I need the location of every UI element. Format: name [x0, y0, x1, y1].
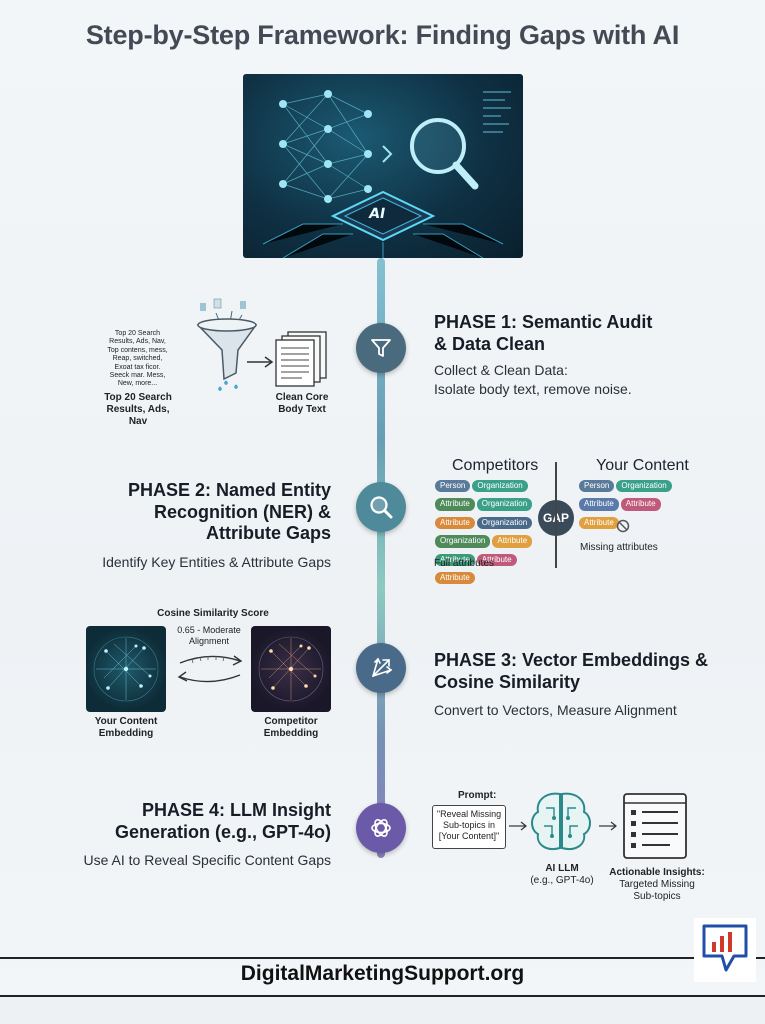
full-attributes-label: Full attributes: [434, 558, 495, 569]
phase2-title-3: Attribute Gaps: [205, 523, 331, 544]
phase2-title-2: Recognition (NER) &: [154, 501, 331, 522]
cosine-score-title: Cosine Similarity Score: [157, 608, 269, 619]
phase1-text: PHASE 1: Semantic Audit & Data Clean Col…: [434, 312, 652, 399]
cycle-arrows-icon: [177, 655, 243, 683]
competitor-entity-pill: Attribute: [435, 553, 475, 566]
arrow-right-icon: [599, 821, 617, 831]
phase2-sub: Identify Key Entities & Attribute Gaps: [102, 553, 331, 570]
arrow-right-icon: [247, 356, 274, 368]
filter-icon: [371, 339, 391, 357]
analytics-chart-icon: [702, 924, 748, 972]
raw-input-label: Top 20 Search Results, Ads, Nav: [104, 392, 172, 427]
footer-band: [0, 997, 765, 1024]
competitor-entity-pill: Attribute: [492, 535, 533, 548]
page-title: Step-by-Step Framework: Finding Gaps wit…: [85, 20, 680, 50]
competitor-embedding-label: Competitor Embedding: [263, 716, 319, 739]
timeline-spine: [377, 258, 385, 858]
prohibited-icon: [616, 519, 630, 533]
competitor-entity-pill: Organization: [435, 535, 491, 548]
phase1-title: PHASE 1: Semantic Audit: [434, 312, 653, 332]
phase4-node: [356, 803, 406, 853]
phase4-sub: Use AI to Reveal Specific Content Gaps: [83, 852, 331, 869]
competitor-entity-pill: Organization: [476, 516, 533, 530]
competitor-entity-pill: Organization: [476, 498, 533, 511]
phase1-title-2: & Data Clean: [434, 333, 546, 354]
funnel-icon: [196, 298, 258, 391]
your-entity-pill: Attribute: [620, 498, 661, 511]
phase1-sub: Collect & Clean Data:: [434, 362, 568, 379]
competitor-entity-pill: Attribute: [435, 571, 475, 585]
magnifier-icon: [370, 496, 393, 519]
your-entity-pill: Person: [579, 480, 615, 493]
phase4-text: PHASE 4: LLM Insight Generation (e.g., G…: [60, 800, 331, 870]
competitor-entity-pill: Attribute: [435, 516, 475, 530]
gap-divider: [555, 462, 557, 568]
competitor-entity-pill: Organization: [472, 480, 528, 493]
site-logo: [694, 918, 756, 982]
cosine-score-value: 0.65 - Moderate Alignment: [177, 625, 241, 646]
checklist-document-icon: [623, 793, 687, 859]
your-embedding-image: [86, 626, 166, 712]
phase1-node: [356, 323, 406, 373]
raw-search-text: Top 20 Search Results, Ads, Nav, Top con…: [107, 330, 168, 388]
competitors-label: Competitors: [452, 457, 539, 474]
your-entity-pill: Organization: [616, 480, 672, 493]
phase3-title-2: Cosine Similarity: [434, 671, 581, 692]
competitor-entity-pill: Attribute: [435, 498, 475, 511]
your-entity-pill: Attribute: [579, 516, 619, 530]
insights-label: Actionable Insights: Targeted Missing Su…: [609, 867, 705, 902]
prompt-label: Prompt:: [458, 790, 497, 801]
competitor-embedding-image: [251, 626, 331, 712]
your-entity-pill: Attribute: [579, 498, 619, 511]
hero-ai-chip-illustration: AI: [243, 74, 523, 258]
footer-bottom-rule: [0, 995, 765, 997]
phase3-node: [356, 643, 406, 693]
embedding-network-icon: [258, 636, 324, 702]
your-content-label: Your Content: [596, 457, 689, 474]
prompt-box: "Reveal Missing Sub-topics in [Your Cont…: [432, 805, 506, 849]
competitor-entity-pill: Attribute: [476, 553, 517, 566]
phase2-text: PHASE 2: Named Entity Recognition (NER) …: [60, 480, 331, 572]
phase3-title: PHASE 3: Vector Embeddings &: [434, 650, 709, 670]
llm-label: AI LLM (e.g., GPT-4o): [530, 863, 594, 886]
phase2-node: [356, 482, 406, 532]
phase3-sub: Convert to Vectors, Measure Alignment: [434, 702, 677, 719]
phase4-title-2: Generation (e.g., GPT-4o): [114, 821, 331, 842]
missing-attributes-label: Missing attributes: [580, 542, 658, 553]
brain-circuit-icon: [531, 792, 591, 850]
clean-output-label: Clean Core Body Text: [275, 392, 329, 415]
competitor-entity-pill: Person: [435, 480, 471, 493]
neural-network-icon: [262, 90, 511, 258]
openai-logo-icon: [371, 819, 391, 837]
embedding-network-icon: [93, 636, 159, 702]
phase1-sub-2: Isolate body text, remove noise.: [434, 381, 632, 398]
documents-icon: [275, 331, 327, 387]
arrow-right-icon: [509, 821, 527, 831]
phase2-title: PHASE 2: Named Entity: [127, 480, 331, 500]
vector-arrows-icon: [372, 657, 393, 677]
footer-top-rule: [0, 957, 765, 959]
phase3-text: PHASE 3: Vector Embeddings & Cosine Simi…: [434, 650, 708, 720]
ai-chip-label: AI: [367, 206, 387, 222]
footer-site-name: DigitalMarketingSupport.org: [240, 962, 525, 985]
phase4-title: PHASE 4: LLM Insight: [142, 800, 331, 820]
your-embedding-label: Your Content Embedding: [94, 716, 158, 739]
